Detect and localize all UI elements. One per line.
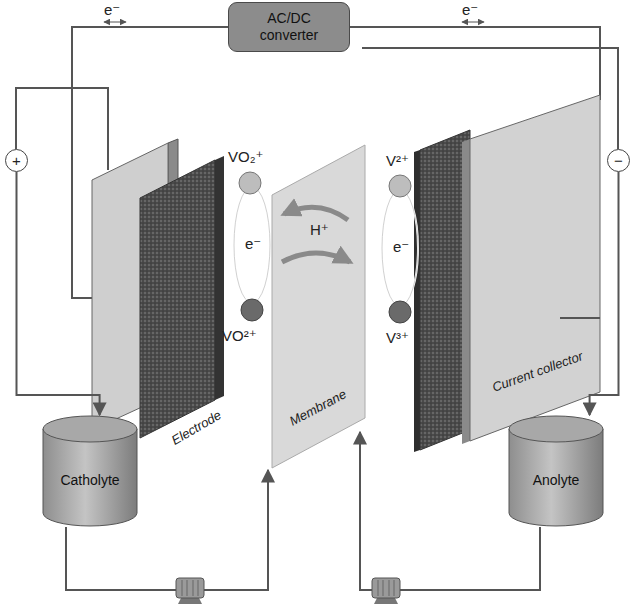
tank-outline: [42, 415, 138, 527]
terminal-circle: −: [607, 149, 630, 172]
node-text: Catholyte: [60, 472, 119, 488]
ion-label: V²⁺: [386, 152, 409, 170]
electron-label: e⁻: [393, 238, 409, 256]
ion-label: VO²⁺: [222, 327, 257, 345]
node-text: AC/DC converter: [248, 10, 330, 44]
tank-outline: [508, 415, 604, 527]
pipe-connector: [17, 172, 100, 415]
ion-label: V³⁺: [386, 329, 409, 347]
polarity-sign: −: [614, 153, 623, 168]
converter-box: AC/DC converter: [228, 2, 350, 52]
terminal-circle: +: [5, 149, 28, 172]
pipe-connector: [590, 172, 619, 415]
node-text: Anolyte: [533, 472, 580, 488]
polarity-sign: +: [12, 153, 21, 168]
tank-cylinder: Catholyte: [42, 415, 138, 527]
electron-label: e⁻: [245, 235, 261, 253]
electron-label: e⁻: [462, 1, 478, 19]
electron-label: e⁻: [104, 1, 120, 19]
ion-label: H⁺: [310, 221, 329, 239]
ion-label: VO₂⁺: [228, 148, 263, 166]
tank-cylinder: Anolyte: [508, 415, 604, 527]
